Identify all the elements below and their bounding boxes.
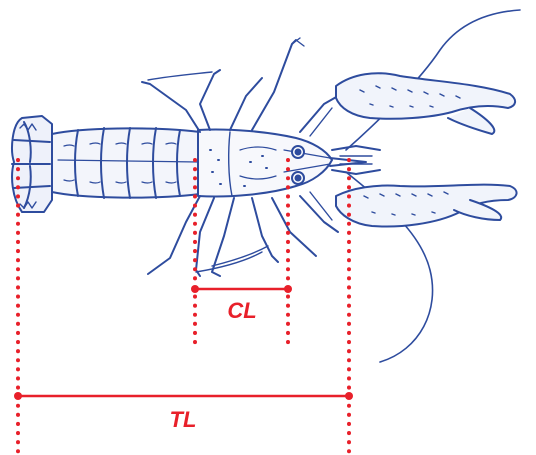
lower-claw: [300, 185, 517, 232]
crayfish-illustration: [12, 10, 520, 362]
upper-claw: [300, 73, 515, 136]
walking-legs-lower: [148, 196, 316, 276]
cl-measure: [191, 285, 292, 293]
measurement-overlay: CL TL: [14, 160, 353, 452]
tl-endpoint-left: [14, 392, 22, 400]
cl-label: CL: [227, 298, 256, 323]
walking-legs-upper: [142, 38, 304, 132]
tl-measure: [14, 392, 353, 400]
tl-endpoint-right: [345, 392, 353, 400]
cl-endpoint-left: [191, 285, 199, 293]
abdomen: [52, 128, 200, 198]
carapace: [198, 129, 366, 196]
cl-endpoint-right: [284, 285, 292, 293]
tl-label: TL: [170, 407, 197, 432]
